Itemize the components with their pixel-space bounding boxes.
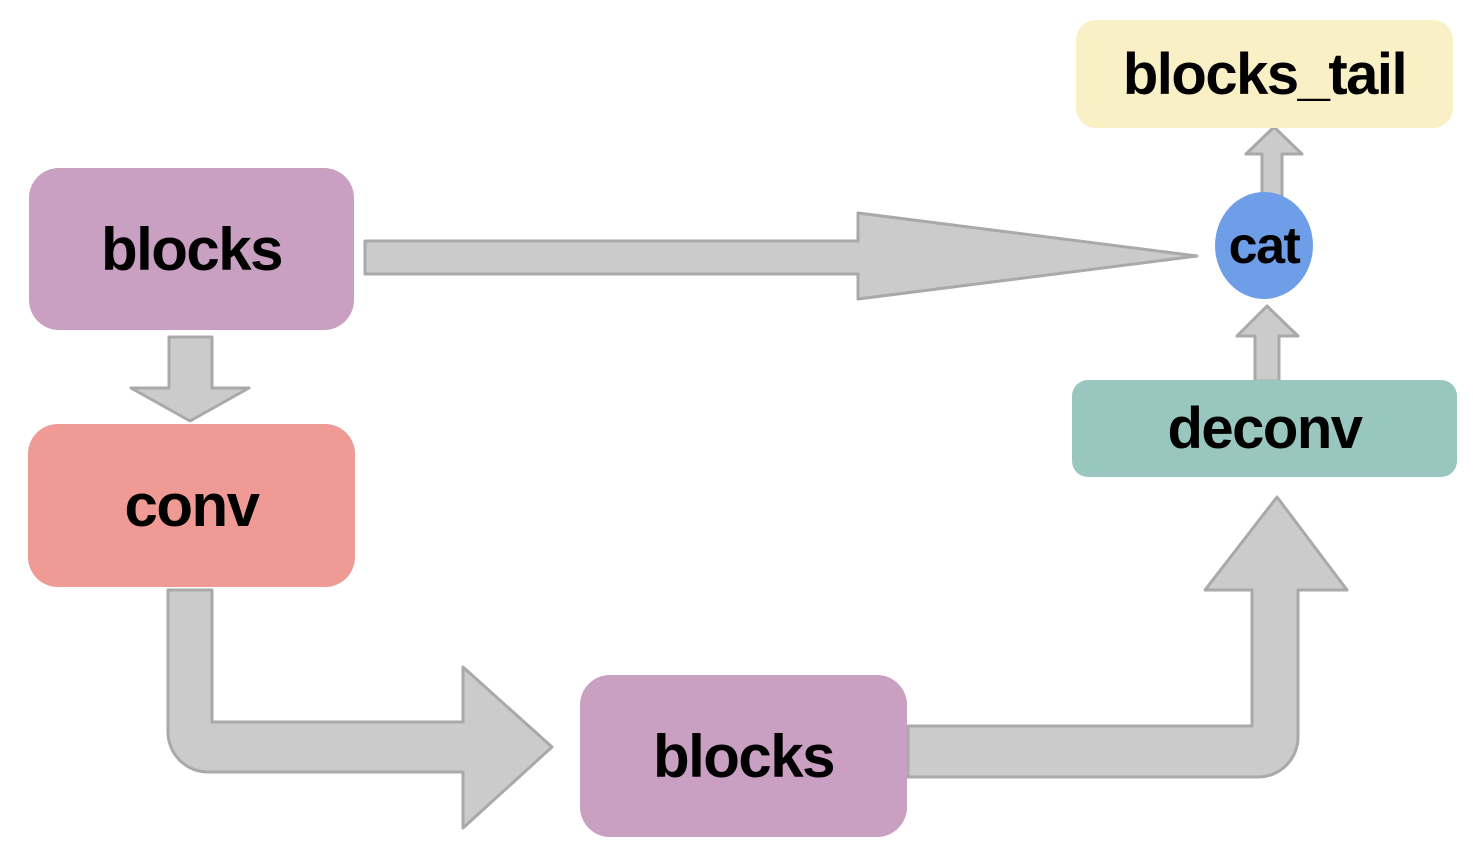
node-cat-label: cat: [1228, 216, 1301, 275]
node-deconv-label: deconv: [1167, 396, 1363, 461]
node-cat: cat: [1215, 192, 1313, 299]
arrow-blocks-body-to-deconv: [906, 495, 1349, 779]
node-conv: conv: [28, 424, 355, 587]
node-blocks-tail-label: blocks_tail: [1122, 41, 1408, 107]
node-blocks-tail: blocks_tail: [1076, 20, 1453, 128]
node-blocks-body-label: blocks: [652, 722, 836, 790]
node-blocks-body: blocks: [580, 675, 907, 837]
node-deconv: deconv: [1072, 380, 1457, 477]
node-blocks-head-label: blocks: [100, 215, 284, 283]
node-blocks-head: blocks: [29, 168, 354, 330]
arrow-conv-to-blocks-body: [166, 588, 554, 830]
arrow-blocks-head-to-conv: [129, 335, 251, 423]
arrow-cat-to-blocks-tail: [1244, 125, 1304, 198]
arrow-deconv-to-cat: [1235, 304, 1300, 383]
arrow-blocks-head-to-cat: [363, 211, 1199, 301]
node-conv-label: conv: [124, 472, 260, 539]
